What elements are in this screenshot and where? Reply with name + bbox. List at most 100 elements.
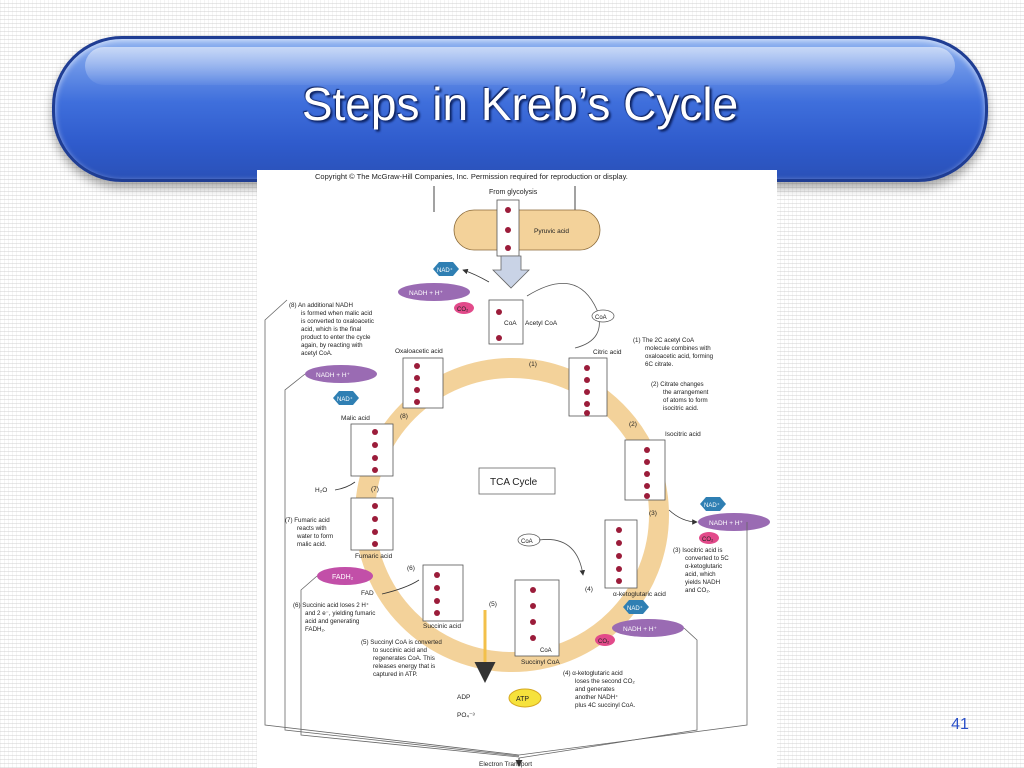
svg-text:PO₄⁻³: PO₄⁻³ <box>457 712 475 719</box>
succinyl-coa-molecule <box>514 579 560 657</box>
alpha-ketoglutaric-acid-label: α-ketoglutaric acid <box>613 591 666 598</box>
svg-text:to succinic acid and: to succinic acid and <box>373 647 428 654</box>
svg-text:CoA: CoA <box>595 315 607 321</box>
step1-description: (1) The 2C acetyl CoA molecule combines … <box>633 337 714 368</box>
tca-cycle-label-box <box>478 467 556 495</box>
svg-text:(4) α-ketoglutaric acid: (4) α-ketoglutaric acid <box>563 670 623 677</box>
svg-text:(5) Succinyl CoA is converted: (5) Succinyl CoA is converted <box>361 639 442 646</box>
svg-text:NAD⁺: NAD⁺ <box>437 267 453 274</box>
svg-text:acid, which is the final: acid, which is the final <box>301 326 361 333</box>
svg-text:product to enter the cycle: product to enter the cycle <box>301 334 371 341</box>
svg-text:CoA: CoA <box>540 648 552 654</box>
krebs-cycle-diagram: Copyright © The McGraw-Hill Companies, I… <box>264 172 770 768</box>
svg-text:acid and generating: acid and generating <box>305 618 360 625</box>
nadh-ellipse-step8 <box>305 365 377 383</box>
succinyl-coa-label: Succinyl CoA <box>521 659 560 666</box>
svg-text:and generates: and generates <box>575 686 615 693</box>
acetyl-coa-molecule <box>488 299 524 345</box>
pyruvic-acid-label: Pyruvic acid <box>534 228 569 235</box>
nad-hexagon-step8 <box>333 391 359 405</box>
acetyl-coa-label: Acetyl CoA <box>525 320 558 327</box>
tca-cycle-label: TCA Cycle <box>490 477 538 488</box>
isocitric-acid-label: Isocitric acid <box>665 431 701 438</box>
step4-description: (4) α-ketoglutaric acid loses the second… <box>563 670 635 709</box>
svg-text:(2): (2) <box>629 421 637 428</box>
nad-hexagon-step4 <box>623 600 649 614</box>
svg-text:CoA: CoA <box>504 320 517 327</box>
oxaloacetic-acid-molecule <box>402 357 444 409</box>
water-label: H₂O <box>315 487 327 494</box>
fumaric-acid-molecule <box>350 497 394 551</box>
succinic-acid-molecule <box>422 564 464 622</box>
svg-text:acetyl CoA.: acetyl CoA. <box>301 350 333 357</box>
copyright-text: Copyright © The McGraw-Hill Companies, I… <box>315 172 628 181</box>
svg-text:regenerates CoA. This: regenerates CoA. This <box>373 655 435 662</box>
step6-description: (6) Succinic acid loses 2 H⁺ and 2 e⁻, y… <box>293 602 375 633</box>
nadh-ellipse-top <box>398 283 470 301</box>
svg-text:reacts with: reacts with <box>297 525 327 532</box>
svg-text:again, by reacting with: again, by reacting with <box>301 342 363 349</box>
svg-text:and CO₂.: and CO₂. <box>685 587 711 594</box>
svg-text:of atoms to form: of atoms to form <box>663 397 708 404</box>
step7-description: (7) Fumaric acid reacts with water to fo… <box>285 517 333 548</box>
svg-text:loses the second CO₂: loses the second CO₂ <box>575 678 635 685</box>
svg-text:NADH + H⁺: NADH + H⁺ <box>709 520 744 527</box>
svg-text:(8): (8) <box>400 413 408 420</box>
co2-ellipse-top <box>454 302 474 314</box>
electron-transport-label: Electron Transport <box>479 761 532 768</box>
step8-description: (8) An additional NADH is formed when ma… <box>289 302 374 357</box>
slide-number: 41 <box>951 716 969 733</box>
co2-ellipse-step4 <box>595 634 615 646</box>
svg-text:(4): (4) <box>585 586 593 593</box>
svg-text:(5): (5) <box>489 601 497 608</box>
svg-text:(2) Citrate changes: (2) Citrate changes <box>651 381 704 388</box>
svg-text:NAD⁺: NAD⁺ <box>704 502 720 509</box>
title-banner: Steps in Kreb’s Cycle <box>52 36 988 182</box>
malic-acid-molecule <box>350 423 394 477</box>
svg-text:is formed when malic acid: is formed when malic acid <box>301 310 373 317</box>
svg-text:(7): (7) <box>371 486 379 493</box>
svg-text:(3) Isocitric acid is: (3) Isocitric acid is <box>673 547 723 554</box>
atp-burst <box>508 688 542 708</box>
svg-text:CO₂: CO₂ <box>598 639 610 645</box>
atp-label: ATP <box>516 696 529 703</box>
step2-description: (2) Citrate changes the arrangement of a… <box>651 381 709 412</box>
svg-text:(6): (6) <box>407 565 415 572</box>
svg-text:molecule combines with: molecule combines with <box>645 345 711 352</box>
step3-description: (3) Isocitric acid is converted to 5C α-… <box>673 547 729 594</box>
svg-text:yields NADH: yields NADH <box>685 579 720 586</box>
svg-text:captured in ATP.: captured in ATP. <box>373 671 418 678</box>
svg-text:CO₂: CO₂ <box>457 307 469 313</box>
svg-text:α-ketoglutaric: α-ketoglutaric <box>685 563 722 570</box>
nad-hexagon-step3 <box>700 497 726 511</box>
co2-ellipse-step3 <box>699 532 719 544</box>
svg-text:NAD⁺: NAD⁺ <box>337 396 353 403</box>
nadh-ellipse-step3 <box>698 513 770 531</box>
fadh2-ellipse <box>317 567 373 585</box>
svg-text:(8) An additional NADH: (8) An additional NADH <box>289 302 353 309</box>
fumaric-acid-label: Fumaric acid <box>355 553 393 560</box>
svg-text:FADH₂: FADH₂ <box>332 574 354 581</box>
nadh-ellipse-step4 <box>612 619 684 637</box>
citric-acid-label: Citric acid <box>593 349 622 356</box>
svg-text:(7) Fumaric acid: (7) Fumaric acid <box>285 517 330 524</box>
svg-text:NADH + H⁺: NADH + H⁺ <box>409 290 444 297</box>
svg-text:is converted to oxaloacetic: is converted to oxaloacetic <box>301 318 374 325</box>
svg-text:another NADH⁺: another NADH⁺ <box>575 694 619 701</box>
svg-text:converted to 5C: converted to 5C <box>685 555 729 562</box>
svg-text:NADH + H⁺: NADH + H⁺ <box>623 626 658 633</box>
succinic-acid-label: Succinic acid <box>423 623 461 630</box>
krebs-cycle-figure: Copyright © The McGraw-Hill Companies, I… <box>257 170 777 768</box>
svg-text:NADH + H⁺: NADH + H⁺ <box>316 372 351 379</box>
svg-text:6C citrate.: 6C citrate. <box>645 361 673 368</box>
svg-text:CO₂: CO₂ <box>702 537 714 543</box>
svg-text:isocitric acid.: isocitric acid. <box>663 405 699 412</box>
svg-text:the arrangement: the arrangement <box>663 389 709 396</box>
svg-text:and 2 e⁻, yielding fumaric: and 2 e⁻, yielding fumaric <box>305 610 375 617</box>
svg-text:FAD: FAD <box>361 590 374 597</box>
svg-text:FADH₂.: FADH₂. <box>305 626 326 633</box>
svg-text:CoA: CoA <box>521 539 533 545</box>
step5-description: (5) Succinyl CoA is converted to succini… <box>361 639 442 678</box>
malic-acid-label: Malic acid <box>341 415 370 422</box>
input-arrow <box>492 255 530 289</box>
